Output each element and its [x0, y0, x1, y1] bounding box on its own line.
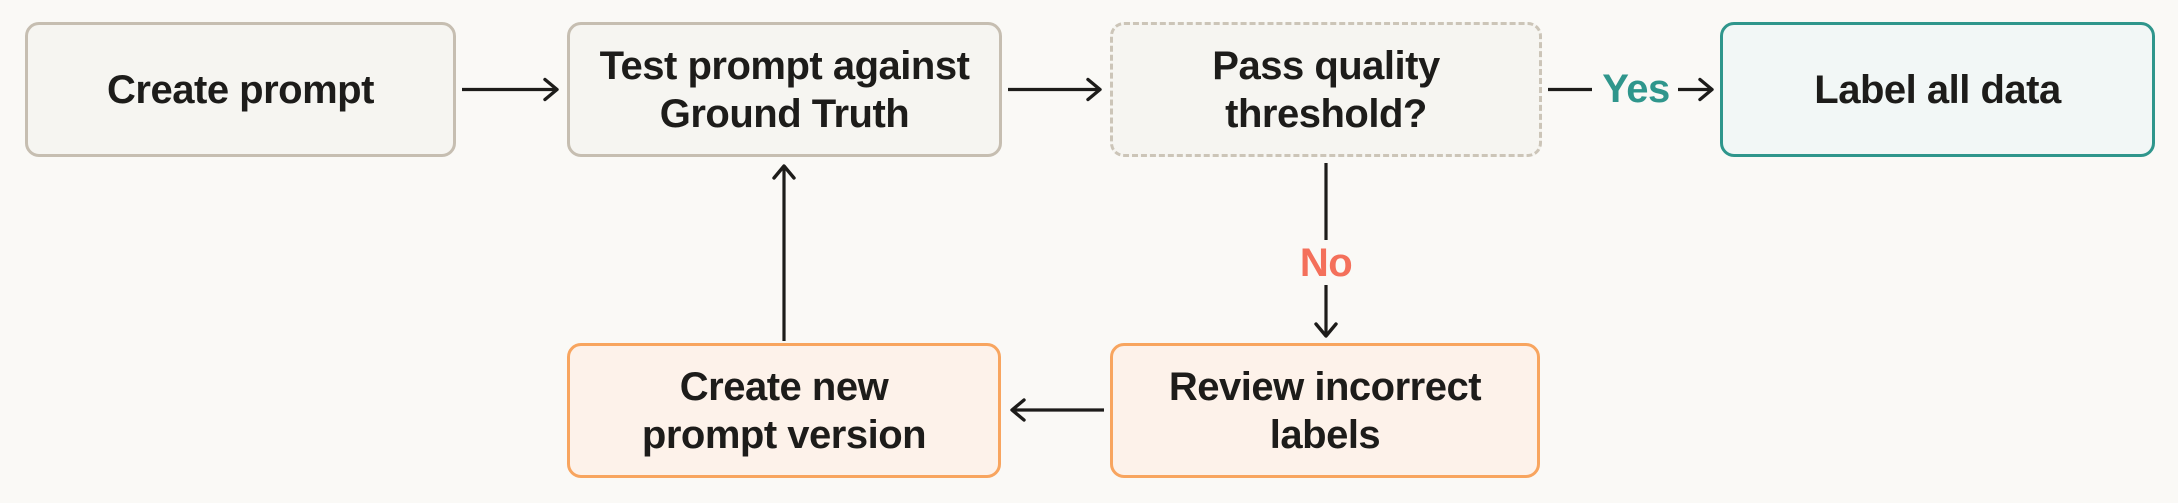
- edge-label-no: No: [1299, 240, 1353, 285]
- node-test-prompt-ground-truth-label: Test prompt against Ground Truth: [599, 43, 970, 136]
- node-label-all-data-label: Label all data: [1814, 67, 2061, 112]
- node-label-all-data: Label all data: [1720, 22, 2155, 157]
- node-create-prompt: Create prompt: [25, 22, 456, 157]
- node-create-prompt-label: Create prompt: [107, 67, 374, 112]
- node-create-new-prompt-version: Create new prompt version: [567, 343, 1001, 478]
- node-pass-quality-threshold-label: Pass quality threshold?: [1212, 43, 1440, 136]
- edge-label-yes: Yes: [1602, 66, 1670, 111]
- node-create-new-prompt-version-label: Create new prompt version: [641, 364, 927, 457]
- node-test-prompt-ground-truth: Test prompt against Ground Truth: [567, 22, 1002, 157]
- node-review-incorrect-labels-label: Review incorrect labels: [1168, 364, 1482, 457]
- node-review-incorrect-labels: Review incorrect labels: [1110, 343, 1540, 478]
- node-pass-quality-threshold: Pass quality threshold?: [1110, 22, 1542, 157]
